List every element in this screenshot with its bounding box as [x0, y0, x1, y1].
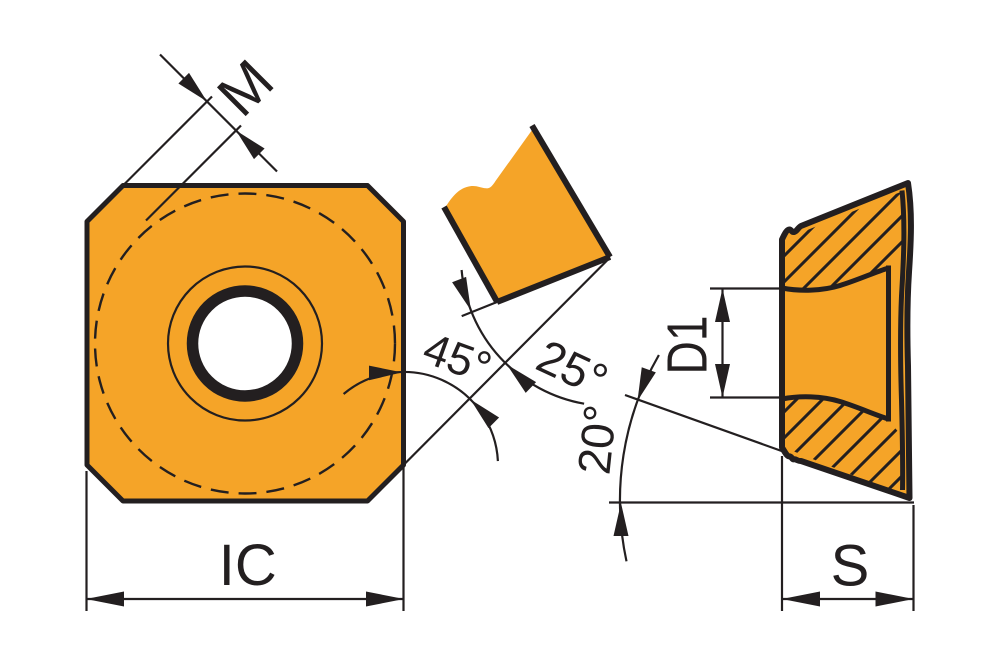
svg-text:M: M: [205, 47, 286, 128]
svg-text:25°: 25°: [529, 329, 616, 407]
svg-text:20°: 20°: [568, 402, 627, 477]
svg-text:D1: D1: [656, 316, 720, 375]
svg-text:S: S: [831, 534, 870, 599]
svg-text:IC: IC: [219, 533, 277, 598]
